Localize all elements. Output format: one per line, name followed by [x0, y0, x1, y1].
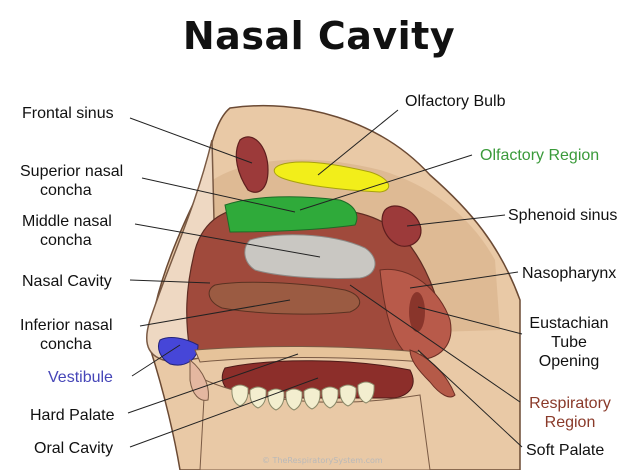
label-superior-nasal-concha-line2: concha — [20, 181, 123, 200]
label-eustachian-line1: Eustachian — [526, 314, 612, 333]
label-nasal-cavity: Nasal Cavity — [22, 272, 112, 291]
label-respiratory-line1: Respiratory — [520, 394, 620, 413]
label-olfactory-bulb: Olfactory Bulb — [405, 92, 505, 111]
label-sphenoid-sinus: Sphenoid sinus — [508, 206, 617, 225]
label-inferior-nasal-concha: Inferior nasal concha — [20, 316, 113, 354]
label-eustachian-line2: Tube — [526, 333, 612, 352]
label-respiratory-region: Respiratory Region — [520, 394, 620, 432]
label-soft-palate: Soft Palate — [526, 441, 604, 460]
label-eustachian-tube-opening: Eustachian Tube Opening — [526, 314, 612, 371]
label-middle-nasal-concha-line2: concha — [22, 231, 112, 250]
label-eustachian-line3: Opening — [526, 352, 612, 371]
label-vestibule: Vestibule — [48, 368, 113, 387]
label-olfactory-region: Olfactory Region — [480, 146, 599, 165]
olfactory-mucosa-region — [225, 197, 357, 232]
eustachian-opening-shape — [409, 292, 425, 332]
label-superior-nasal-concha: Superior nasal concha — [20, 162, 123, 200]
label-middle-nasal-concha-line1: Middle nasal — [22, 212, 112, 231]
label-inferior-nasal-concha-line2: concha — [20, 335, 113, 354]
label-inferior-nasal-concha-line1: Inferior nasal — [20, 316, 113, 335]
label-nasopharynx: Nasopharynx — [522, 264, 616, 283]
label-respiratory-line2: Region — [520, 413, 620, 432]
label-frontal-sinus: Frontal sinus — [22, 104, 114, 123]
label-superior-nasal-concha-line1: Superior nasal — [20, 162, 123, 181]
watermark: © TheRespiratorySystem.com — [262, 456, 383, 465]
label-hard-palate: Hard Palate — [30, 406, 115, 425]
label-oral-cavity: Oral Cavity — [34, 439, 113, 458]
label-middle-nasal-concha: Middle nasal concha — [22, 212, 112, 250]
diagram-title: Nasal Cavity — [0, 14, 638, 58]
